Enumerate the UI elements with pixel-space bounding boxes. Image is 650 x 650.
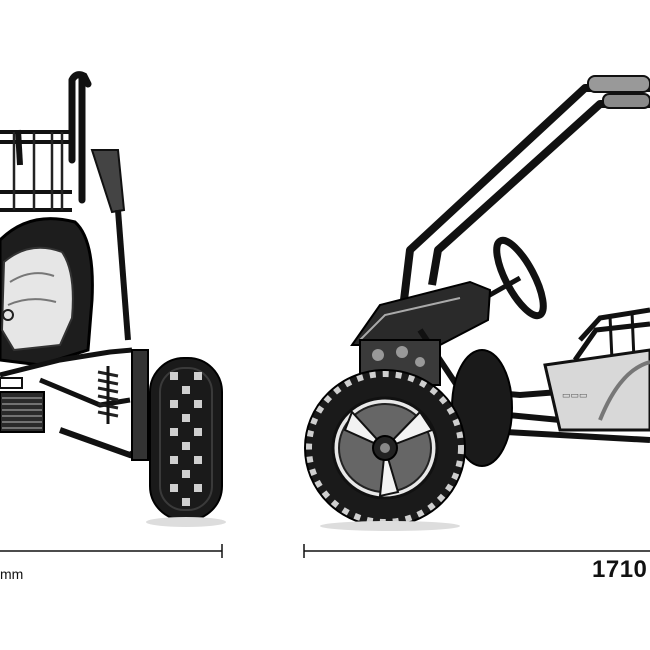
side-view-kart: ▭▭▭ — [304, 75, 650, 531]
side-length-label: 1710 — [592, 556, 648, 583]
front-width-label: mm — [0, 566, 24, 582]
front-view-kart — [0, 71, 226, 527]
side-dimension-line — [303, 544, 650, 558]
front-dimension-line — [0, 544, 223, 558]
side-panel-logo: ▭▭▭ — [562, 390, 588, 400]
side-view-wheel — [304, 369, 466, 527]
front-view-wheel — [149, 357, 223, 521]
